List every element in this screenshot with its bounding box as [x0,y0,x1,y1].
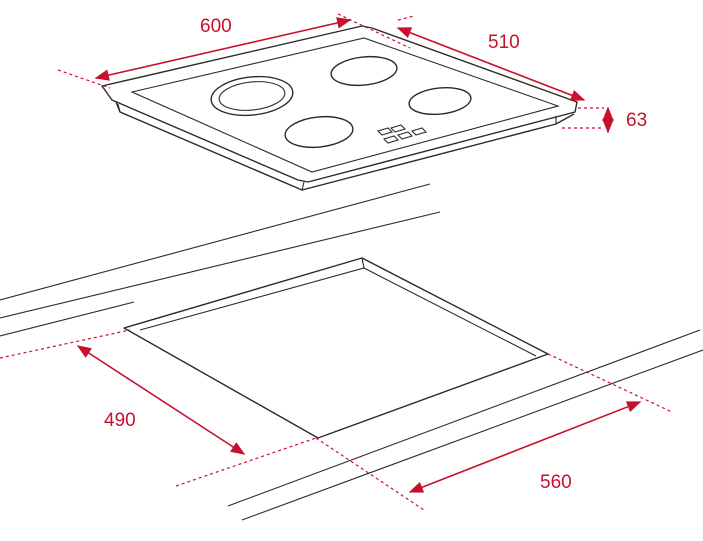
touch-controls [376,124,428,144]
cooking-zone-right [408,86,472,116]
cooking-zone-large [210,75,294,117]
cutout-outline [123,257,549,439]
dim-label-63: 63 [626,110,647,131]
dim-490-line [76,345,246,455]
dim-600-line [94,17,352,81]
cooking-zones [210,55,472,149]
cooking-zone-front-left [284,115,354,149]
dim-label-600: 600 [200,16,232,37]
dim-510-line [396,27,586,101]
dimension-lines [0,13,673,511]
worktop-cutout [123,257,549,439]
cutout-inner-edge [139,267,537,357]
cooking-zone-large-inner [218,81,286,111]
dim-560-line [408,401,642,493]
dim-label-510: 510 [488,32,520,53]
dim-label-560: 560 [540,472,572,493]
worktop [0,183,703,521]
dim-label-490: 490 [104,410,136,431]
hob-inner-border [130,37,560,173]
cooking-zone-rear-right [330,55,398,87]
